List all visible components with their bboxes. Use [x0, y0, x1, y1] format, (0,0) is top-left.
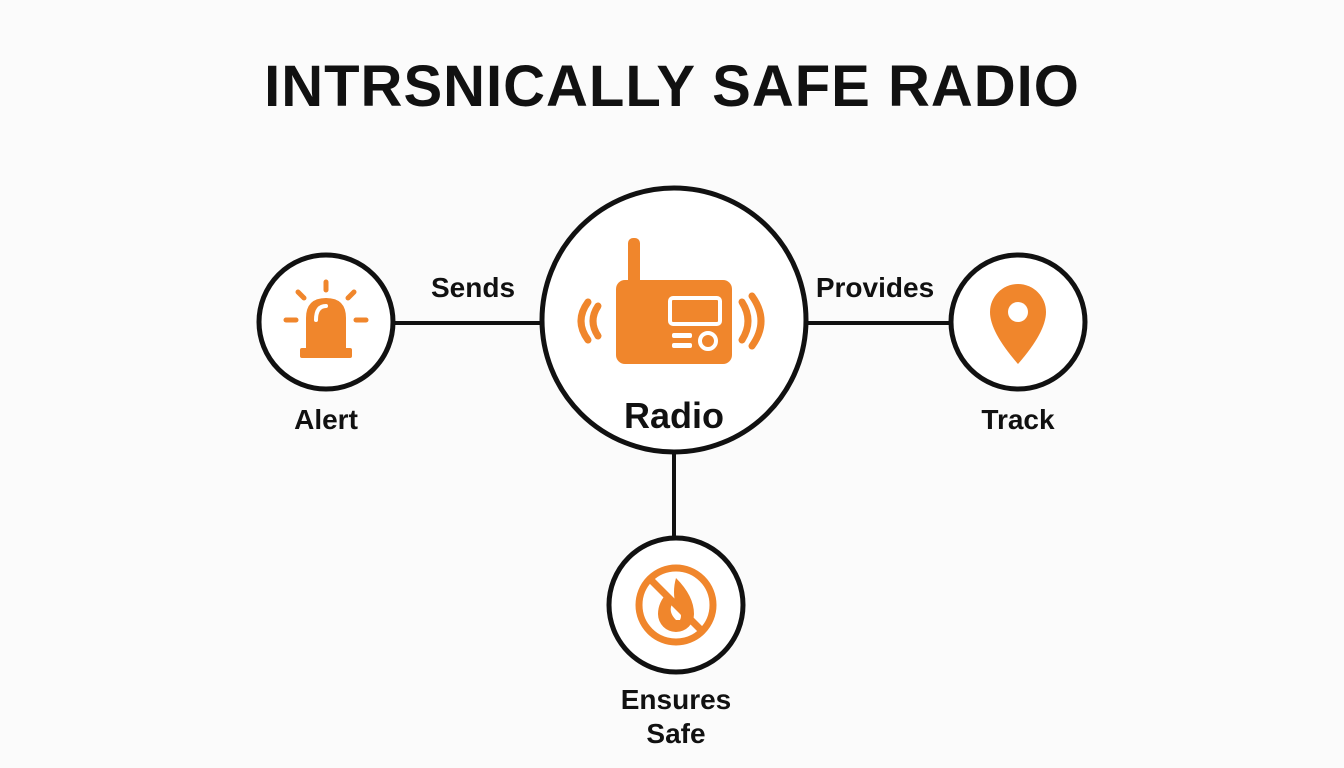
node-label-alert: Alert	[294, 404, 358, 435]
connector-label-sends: Sends	[430, 272, 516, 303]
node-label-track: Track	[981, 404, 1055, 435]
page-title: INTRSNICALLY SAFE RADIO	[264, 54, 1080, 119]
no-fire-icon	[635, 564, 717, 646]
center-node-label: Radio	[623, 395, 724, 436]
location-pin-icon	[990, 284, 1046, 364]
node-safe	[606, 535, 746, 675]
connector-label-provides: Provides	[815, 272, 935, 303]
node-label-safe-line-2: Safe	[646, 718, 706, 749]
radio-icon	[577, 238, 765, 364]
node-label-safe-line-1: Ensures	[620, 684, 732, 715]
node-alert	[256, 252, 396, 392]
center-node-radio	[539, 185, 809, 455]
node-track	[948, 252, 1088, 392]
siren-icon	[283, 279, 369, 358]
node-label-safe: Ensures Safe	[596, 683, 756, 751]
